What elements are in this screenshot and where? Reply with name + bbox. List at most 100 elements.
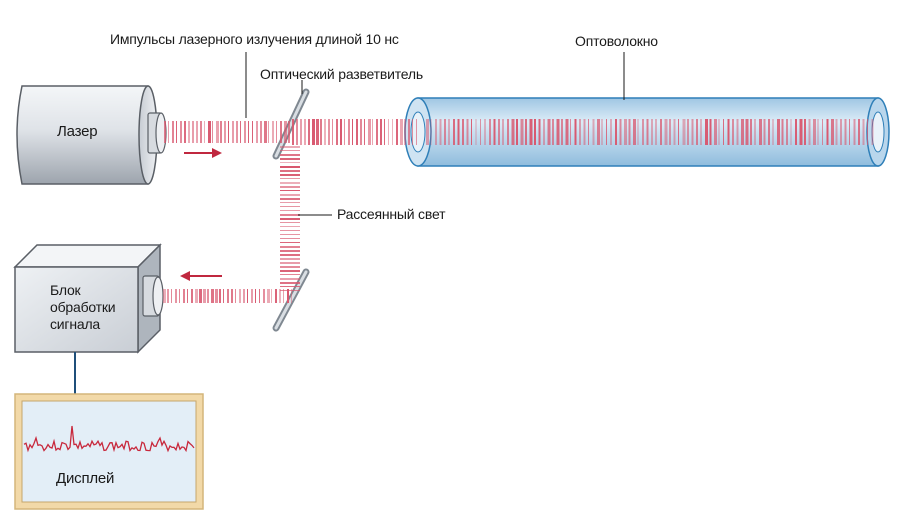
pulse-stripe-laser [208, 121, 211, 143]
pulse-stripe-to-fiber [344, 119, 345, 145]
pulse-stripe-return [207, 289, 209, 303]
pulse-stripe-fiber [430, 119, 432, 145]
pulse-stripe-scattered [280, 250, 300, 252]
arrow-left-icon [180, 271, 222, 281]
pulse-stripe-scattered [280, 218, 300, 220]
pulse-stripe-return [215, 289, 218, 303]
pulse-stripe-fiber [480, 119, 481, 145]
pulse-stripe-return [183, 289, 185, 303]
pulse-stripe-scattered [280, 258, 300, 260]
pulse-stripe-scattered [280, 170, 300, 172]
pulse-stripe-return [187, 289, 188, 303]
label-display: Дисплей [56, 470, 115, 487]
pulse-stripe-fiber [718, 119, 720, 145]
pulse-stripe-fiber [772, 119, 774, 145]
pulse-stripe-fiber [655, 119, 657, 145]
pulse-stripe-fiber [574, 119, 577, 145]
pulse-stripe-scattered [280, 158, 300, 160]
pulse-stripe-fiber [543, 119, 545, 145]
pulse-stripe-scattered [280, 202, 300, 203]
pulse-stripe-laser [248, 121, 249, 143]
pulse-stripe-return [247, 289, 248, 303]
pulse-stripe-return [279, 289, 281, 303]
pulse-stripe-laser [188, 121, 190, 143]
pulse-stripe-return [271, 289, 272, 303]
pulse-stripe-fiber [435, 119, 437, 145]
pulse-stripe-fiber [673, 119, 676, 145]
pulse-stripe-scattered [280, 166, 300, 168]
pulse-stripe-laser [212, 121, 213, 143]
pulse-stripe-fiber [606, 119, 607, 145]
pulse-stripe-fiber [700, 119, 702, 145]
pulse-beams [163, 119, 874, 303]
pulse-stripe-fiber [633, 119, 636, 145]
pulse-stripe-fiber [516, 119, 518, 145]
pulse-stripe-fiber [493, 119, 496, 145]
pulse-stripe-laser [252, 121, 253, 143]
pulse-stripe-fiber [646, 119, 649, 145]
pulse-stripe-to-fiber [320, 119, 322, 145]
pulse-stripe-to-fiber [336, 119, 338, 145]
pulse-stripe-fiber [570, 119, 571, 145]
pulse-stripe-laser [268, 121, 269, 143]
pulse-stripe-to-fiber [412, 119, 413, 145]
pulse-stripe-fiber [736, 119, 739, 145]
pulse-stripe-scattered [280, 242, 300, 243]
pulse-stripe-to-fiber [356, 119, 358, 145]
pulse-stripe-to-fiber [308, 119, 310, 145]
pulse-stripe-scattered [280, 286, 300, 287]
pulse-stripe-laser [240, 121, 241, 143]
pulse-stripe-fiber [628, 119, 631, 145]
pulse-stripe-scattered [280, 254, 300, 256]
pulse-stripe-fiber [678, 119, 679, 145]
pulse-stripe-fiber [615, 119, 617, 145]
pulse-stripe-to-fiber [292, 119, 294, 145]
pulse-stripe-return [219, 289, 221, 303]
pulse-stripe-fiber [601, 119, 603, 145]
pulse-stripe-fiber [448, 119, 450, 145]
pulse-stripe-laser [260, 121, 262, 143]
pulse-stripe-return [255, 289, 256, 303]
pulse-stripe-return [275, 289, 277, 303]
pulse-stripe-fiber [660, 119, 662, 145]
pulse-stripe-to-fiber [368, 119, 371, 145]
pulse-stripe-fiber [813, 119, 816, 145]
pulse-stripe-fiber [687, 119, 689, 145]
pulse-stripe-fiber [502, 119, 504, 145]
pulse-stripe-scattered [280, 210, 300, 211]
pulse-stripe-scattered [280, 146, 300, 148]
pulse-stripe-laser [288, 121, 290, 143]
pulse-stripe-to-fiber [404, 119, 406, 145]
pulse-stripe-laser [204, 121, 205, 143]
pulse-stripe-scattered [280, 262, 300, 264]
pulse-stripe-fiber [858, 119, 860, 145]
pulse-stripe-scattered [280, 154, 300, 156]
pulse-stripe-scattered [280, 186, 300, 188]
pulse-stripe-fiber [484, 119, 486, 145]
pulse-stripe-fiber [462, 119, 464, 145]
pulse-stripe-fiber [561, 119, 563, 145]
pulse-stripe-to-fiber [376, 119, 378, 145]
pulse-stripe-to-fiber [372, 119, 373, 145]
pulse-stripe-to-fiber [316, 119, 319, 145]
pulse-stripe-scattered [280, 290, 300, 291]
pulse-stripe-fiber [426, 119, 429, 145]
pulse-stripe-return [259, 289, 260, 303]
pulse-stripe-scattered [280, 226, 300, 227]
pulse-stripe-fiber [619, 119, 622, 145]
pulse-stripe-fiber [453, 119, 455, 145]
pulse-stripe-fiber [624, 119, 627, 145]
pulse-stripe-to-fiber [388, 119, 389, 145]
pulse-stripe-fiber [817, 119, 819, 145]
label-fiber: Оптоволокно [575, 33, 658, 49]
pulse-stripe-laser [244, 121, 246, 143]
pulse-stripe-fiber [763, 119, 766, 145]
pulse-stripe-laser [168, 121, 169, 143]
pulse-stripe-scattered [280, 150, 300, 151]
pulse-stripe-laser [284, 121, 287, 143]
pulse-stripe-return [231, 289, 233, 303]
pulse-stripe-fiber [637, 119, 639, 145]
pulse-stripe-fiber [849, 119, 850, 145]
pulse-stripe-fiber [489, 119, 491, 145]
